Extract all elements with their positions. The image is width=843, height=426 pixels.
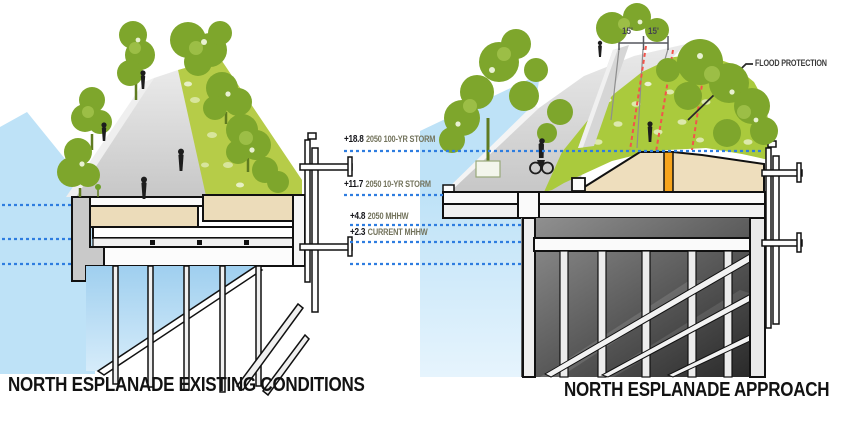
- walkway: [76, 70, 210, 197]
- water-level-current-mhhw: +2.3 CURRENT MHHW: [350, 227, 428, 238]
- water-under-deck: [86, 266, 256, 371]
- left-diagram: [0, 21, 353, 397]
- water-plane-right: [420, 74, 540, 192]
- dimension-label-right: 15': [648, 26, 659, 37]
- deck-section-right: [442, 184, 766, 219]
- flood-protection-leader: [687, 63, 753, 121]
- water-level-2050-mhhw: +4.8 2050 MHHW: [350, 211, 409, 222]
- pier-pole-right: [761, 140, 803, 329]
- ramp-edge: [578, 48, 618, 148]
- water-right: [420, 192, 522, 377]
- under-deck: [521, 217, 766, 378]
- berm-step: [571, 177, 586, 192]
- water-level-lines-right: [344, 149, 764, 266]
- water-level-10yr: +11.7 2050 10-YR STORM: [344, 179, 431, 190]
- walkway-curb-right: [442, 104, 541, 196]
- water-level-value: +4.8: [350, 211, 366, 222]
- tree-planter: [475, 160, 501, 178]
- water-level-label: 2050 10-YR STORM: [365, 179, 431, 189]
- piles-left: [112, 265, 310, 397]
- water-level-value: +11.7: [344, 179, 364, 190]
- water-level-label: CURRENT MHHW: [367, 227, 428, 237]
- flood-wall-section: [663, 151, 674, 198]
- right-diagram: [344, 3, 803, 378]
- trees-left: [57, 21, 289, 197]
- caption-approach: NORTH ESPLANADE APPROACH: [564, 379, 830, 401]
- pier-pole-left: [299, 132, 353, 313]
- dimension-label-left: 15': [622, 26, 633, 37]
- trees-right: [439, 3, 778, 178]
- caption-existing-conditions: NORTH ESPLANADE EXISTING CONDITIONS: [8, 374, 365, 396]
- people-right: [529, 40, 653, 175]
- sprout: [95, 184, 101, 197]
- people-left: [101, 70, 184, 199]
- water-level-value: +18.8: [344, 134, 364, 145]
- cyclist: [529, 138, 554, 175]
- water-level-100yr: +18.8 2050 100-YR STORM: [344, 134, 435, 145]
- water-level-label: 2050 100-YR STORM: [365, 134, 436, 144]
- flood-protection-label: FLOOD PROTECTION: [755, 58, 827, 68]
- water-level-label: 2050 MHHW: [367, 211, 409, 221]
- water-level-value: +2.3: [350, 227, 366, 238]
